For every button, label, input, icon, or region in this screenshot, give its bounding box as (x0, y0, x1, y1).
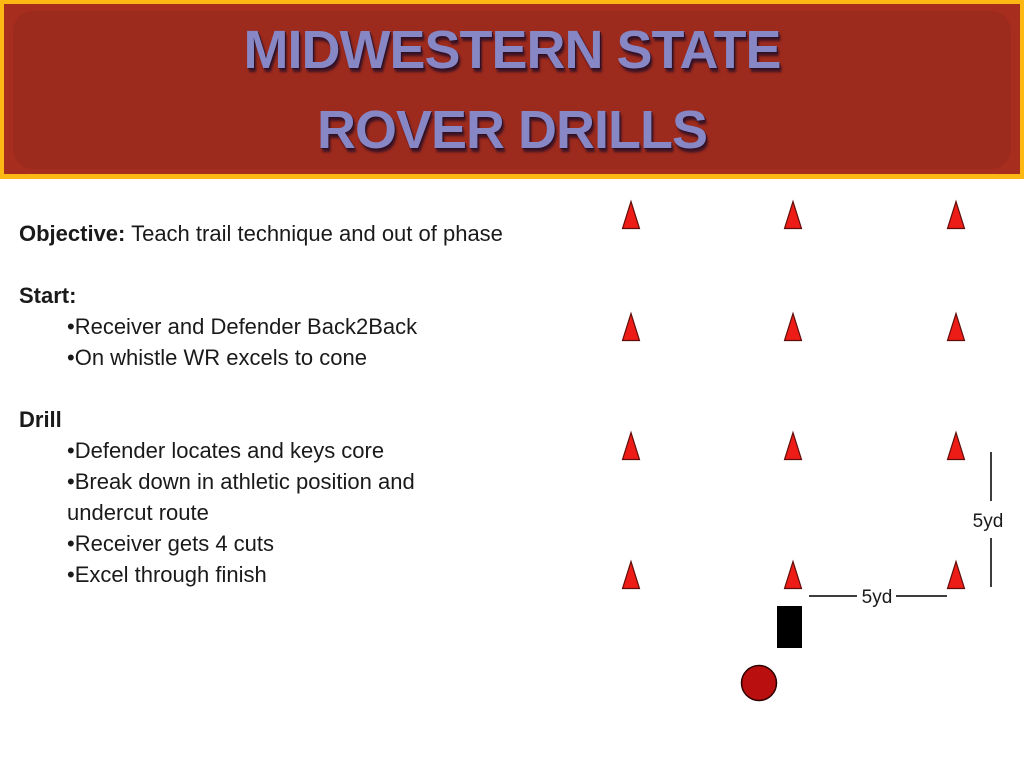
bullet-glyph: • (67, 562, 75, 587)
cone-icon (621, 199, 641, 230)
bullet-text: Receiver gets 4 cuts (74, 531, 275, 556)
cone-icon (621, 311, 641, 342)
cone-icon (946, 430, 966, 461)
objective-text: Teach trail technique and out of phase (125, 221, 503, 246)
cone-icon (783, 430, 803, 461)
defender-marker (777, 606, 802, 648)
cone-icon (621, 430, 641, 461)
title-banner: MIDWESTERN STATE ROVER DRILLS (0, 0, 1024, 179)
start-bullet-list: •Receiver and Defender Back2Back •On whi… (19, 311, 479, 373)
bullet-glyph: • (67, 438, 75, 463)
bullet-text: Receiver and Defender Back2Back (74, 314, 418, 339)
bullet-glyph: • (67, 314, 75, 339)
list-item: •Break down in athletic position and und… (67, 466, 479, 528)
slide-body-text: Objective: Teach trail technique and out… (19, 218, 579, 590)
bullet-glyph: • (67, 345, 75, 370)
cone-icon (783, 559, 803, 590)
list-item: •On whistle WR excels to cone (67, 342, 479, 373)
bullet-text: Defender locates and keys core (74, 438, 385, 463)
title-banner-inner-panel (13, 11, 1011, 169)
cone-icon (946, 311, 966, 342)
list-item: •Excel through finish (67, 559, 479, 590)
cone-icon (783, 199, 803, 230)
bullet-text: Excel through finish (74, 562, 267, 587)
list-item: •Receiver and Defender Back2Back (67, 311, 479, 342)
bullet-text: Break down in athletic position and unde… (67, 469, 415, 525)
drill-heading: Drill (19, 407, 62, 432)
cone-icon (946, 199, 966, 230)
bullet-glyph: • (67, 531, 75, 556)
cone-icon (783, 311, 803, 342)
receiver-marker (740, 664, 778, 702)
cone-icon (946, 559, 966, 590)
objective-line: Objective: Teach trail technique and out… (19, 218, 579, 249)
drill-bullet-list: •Defender locates and keys core •Break d… (19, 435, 479, 590)
cone-icon (621, 559, 641, 590)
bullet-text: On whistle WR excels to cone (74, 345, 367, 370)
dimension-label: 5yd (973, 511, 1004, 532)
dimension-label: 5yd (862, 587, 893, 608)
slide-title: MIDWESTERN STATE ROVER DRILLS (4, 4, 1020, 174)
objective-label: Objective: (19, 221, 126, 246)
slide-title-line1: MIDWESTERN STATE (243, 20, 782, 80)
list-item: •Receiver gets 4 cuts (67, 528, 479, 559)
bullet-glyph: • (67, 469, 75, 494)
slide-title-line2: ROVER DRILLS (316, 100, 708, 160)
start-heading: Start: (19, 283, 77, 308)
list-item: •Defender locates and keys core (67, 435, 479, 466)
